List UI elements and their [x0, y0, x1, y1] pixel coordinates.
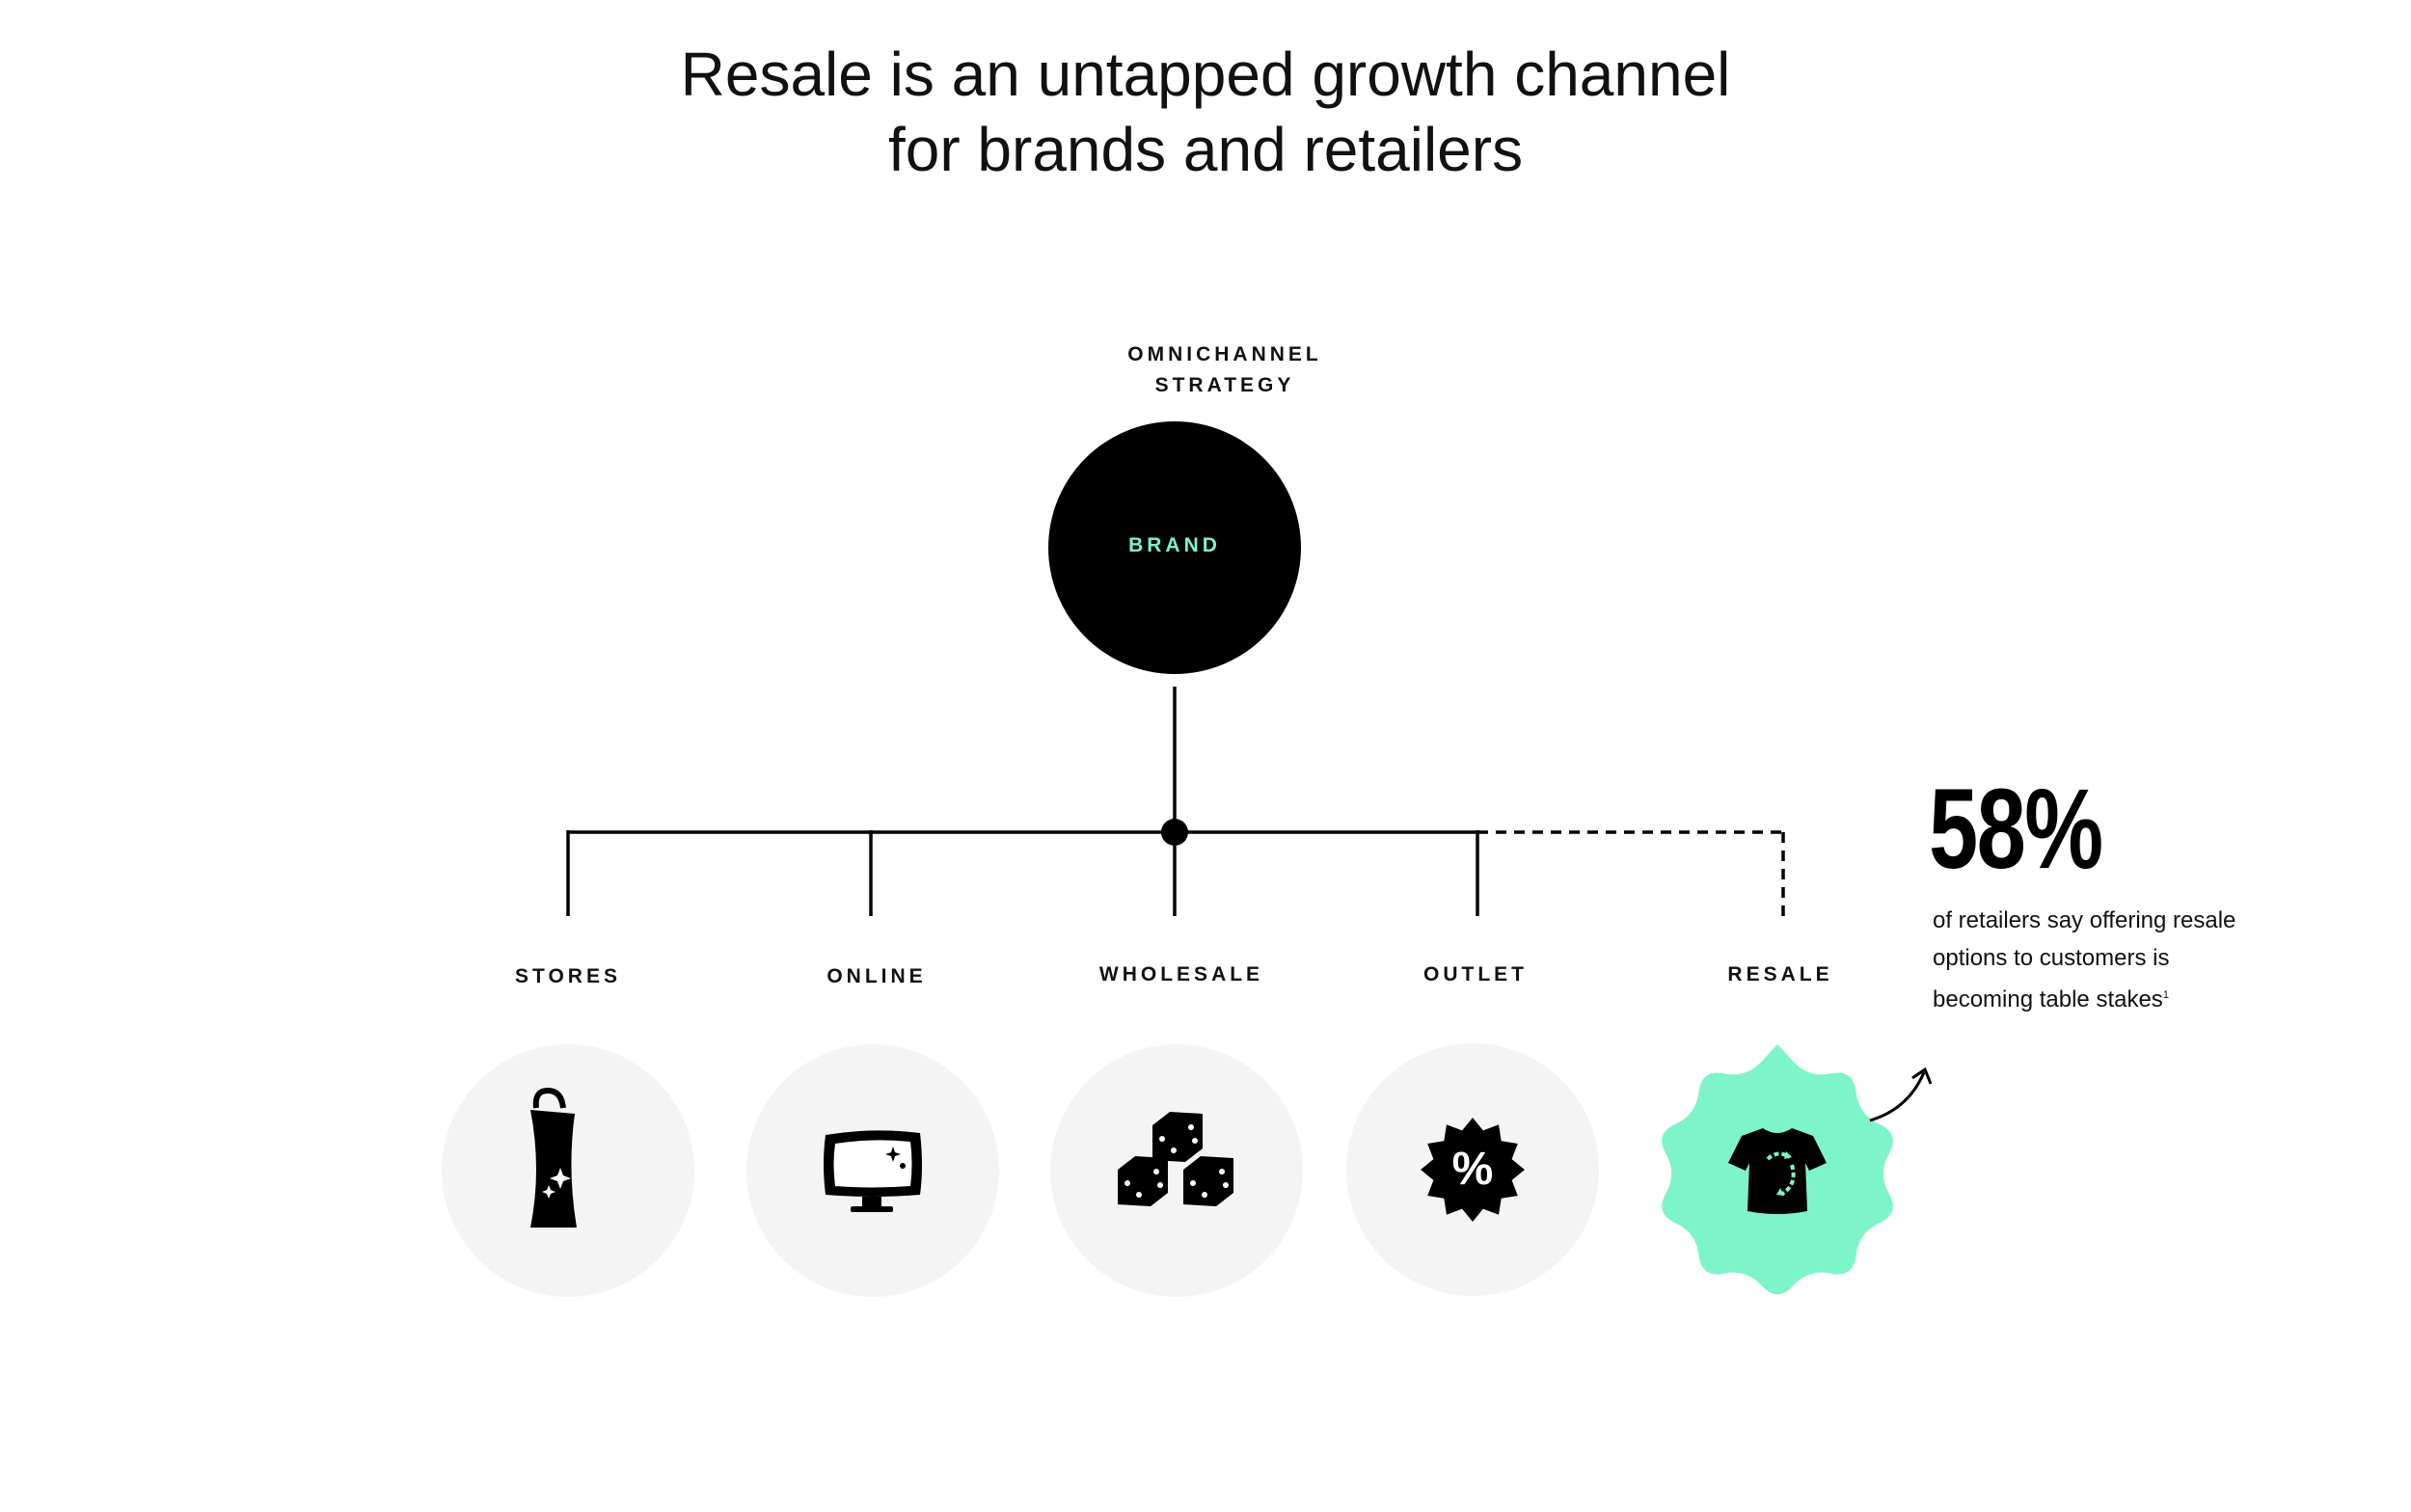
resale-burst-shape	[1662, 1044, 1893, 1295]
stat-value: 58%	[1929, 766, 2103, 893]
stat-description-text: of retailers say offering resale options…	[1933, 907, 2236, 1012]
channel-label-wholesale: WHOLESALE	[1098, 963, 1264, 986]
stat-footnote: 1	[2162, 989, 2169, 1001]
omnichannel-caption-line-2: STRATEGY	[1154, 374, 1295, 396]
tshirt-recycle-icon	[1728, 1128, 1827, 1214]
stores-node	[442, 1044, 694, 1297]
wholesale-node	[1050, 1044, 1303, 1297]
channel-label-stores: STORES	[515, 965, 621, 987]
junction-dot	[1161, 819, 1188, 846]
brand-node: BRAND	[1048, 421, 1301, 674]
online-node	[746, 1044, 999, 1297]
channel-label-resale: RESALE	[1727, 963, 1833, 986]
omnichannel-caption: OMNICHANNEL STRATEGY	[1042, 339, 1408, 401]
outlet-node: %	[1346, 1043, 1599, 1296]
channel-label-online: ONLINE	[826, 965, 927, 987]
page-title: Resale is an untapped growth channel for…	[0, 37, 2411, 187]
callout-arrow-icon	[1869, 1066, 1933, 1122]
monitor-icon	[824, 1130, 922, 1212]
omnichannel-caption-line-1: OMNICHANNEL	[1127, 343, 1322, 365]
shopping-bag-icon	[530, 1087, 577, 1228]
brand-label: BRAND	[1128, 534, 1221, 556]
svg-text:%: %	[1452, 1144, 1494, 1195]
title-line-2: for brands and retailers	[887, 115, 1524, 184]
title-line-1: Resale is an untapped growth channel	[680, 40, 1731, 109]
percent-badge-icon: %	[1421, 1118, 1525, 1222]
boxes-icon	[1118, 1112, 1233, 1206]
channel-label-outlet: OUTLET	[1423, 963, 1528, 986]
stat-description: of retailers say offering resale options…	[1933, 903, 2241, 1019]
resale-node	[1647, 1043, 1908, 1304]
